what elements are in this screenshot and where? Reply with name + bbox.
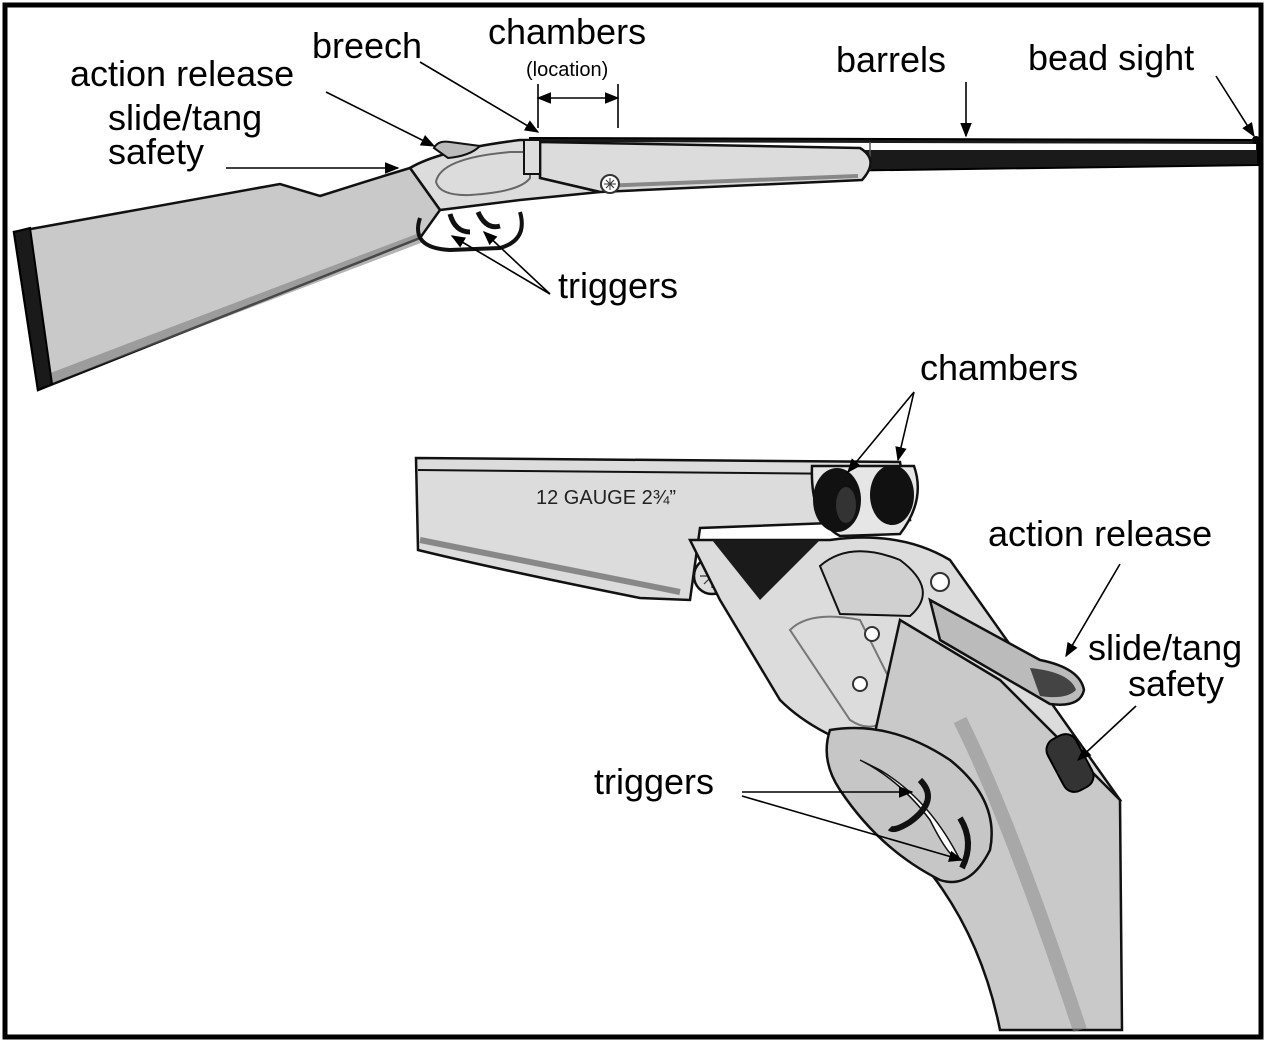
label-action-release-top: action release [70,53,294,94]
label-action-release-detail: action release [988,513,1212,554]
label-chambers-detail: chambers [920,347,1078,388]
label-triggers-top: triggers [558,265,678,306]
label-slide-tang-detail: slide/tang [1088,627,1242,668]
chamber-right-shape [870,465,914,525]
label-safety-top: safety [108,131,204,172]
trigger-rear-shape [478,212,500,227]
trigger-front-shape [450,214,470,232]
label-barrels: barrels [836,39,946,80]
stock-shape [14,168,440,390]
bead-sight-shape [1252,136,1260,144]
label-chambers-location: (location) [526,59,608,81]
label-breech: breech [312,25,422,66]
label-chambers-top: chambers [488,11,646,52]
forend-shape [540,142,871,192]
barrel-stamp: 12 GAUGE 2¾” [536,487,676,509]
label-bead-sight: bead sight [1028,37,1194,78]
label-triggers-detail: triggers [594,761,714,802]
label-safety-detail: safety [1128,663,1224,704]
